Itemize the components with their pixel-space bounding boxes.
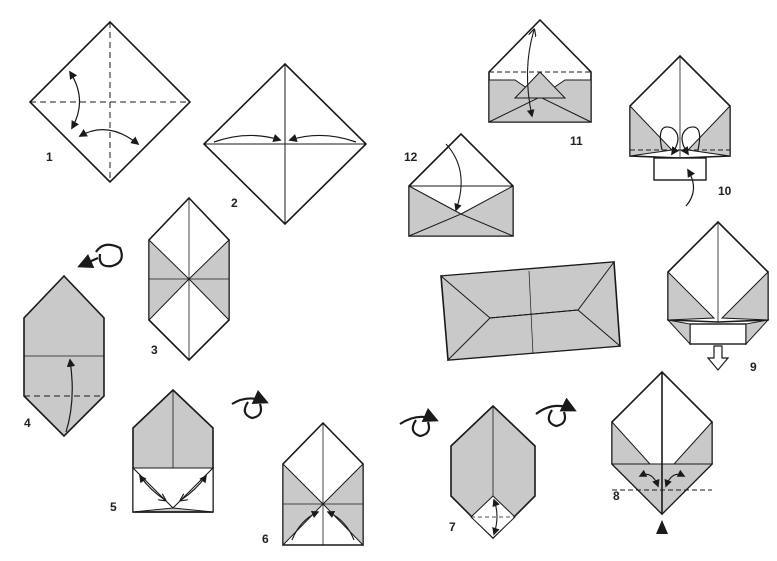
step-2-figure xyxy=(202,62,368,226)
step-9-number: 9 xyxy=(750,360,757,374)
fold-arrow-icon xyxy=(680,126,701,156)
turn-over-icon xyxy=(399,407,439,438)
fold-arrow-icon xyxy=(288,133,357,143)
turn-over-icon xyxy=(231,389,269,420)
fold-arrow-icon xyxy=(213,133,282,143)
fold-arrow-icon xyxy=(659,126,680,156)
step-11-figure xyxy=(488,18,592,123)
step-8-number: 8 xyxy=(613,489,620,503)
step-7-number: 7 xyxy=(449,520,456,534)
fold-arrow-icon xyxy=(492,498,500,536)
step-1-number: 1 xyxy=(46,150,53,164)
pull-arrow-icon xyxy=(706,345,730,371)
step-8-figure xyxy=(610,370,714,534)
step-6-number: 6 xyxy=(262,532,269,546)
step-11-number: 11 xyxy=(570,134,583,148)
step-12-figure xyxy=(408,132,514,237)
step-7-figure xyxy=(450,404,536,540)
step-9-figure xyxy=(666,220,770,371)
fold-arrow-icon xyxy=(69,70,81,130)
fold-arrow-icon xyxy=(326,510,355,541)
step-5-number: 5 xyxy=(110,500,117,514)
fold-arrow-icon xyxy=(181,476,206,500)
fold-arrow-icon xyxy=(65,358,76,433)
fold-arrow-icon xyxy=(664,469,686,488)
fold-arrow-icon xyxy=(638,469,660,488)
fold-arrow-icon xyxy=(78,129,140,146)
step-10-number: 10 xyxy=(718,184,732,198)
final-envelope-figure xyxy=(439,261,622,361)
fold-arrow-icon xyxy=(527,30,534,116)
step-3-figure xyxy=(148,196,230,362)
step-5-figure xyxy=(131,388,215,513)
step-4-number: 4 xyxy=(24,416,31,430)
fold-arrow-icon xyxy=(291,510,320,541)
fold-arrow-icon xyxy=(140,476,165,500)
fold-arrow-icon xyxy=(445,143,462,212)
step-10-figure xyxy=(629,54,731,207)
step-4-figure xyxy=(23,274,105,438)
step-2-number: 2 xyxy=(231,196,238,210)
push-arrow-icon xyxy=(656,520,668,534)
step-6-figure xyxy=(282,421,364,547)
step-3-number: 3 xyxy=(151,343,158,357)
step-12-number: 12 xyxy=(404,150,418,164)
turn-over-icon xyxy=(77,243,123,269)
fold-arrow-icon xyxy=(685,168,696,207)
turn-over-icon xyxy=(535,397,577,428)
step-1-figure xyxy=(28,20,192,184)
